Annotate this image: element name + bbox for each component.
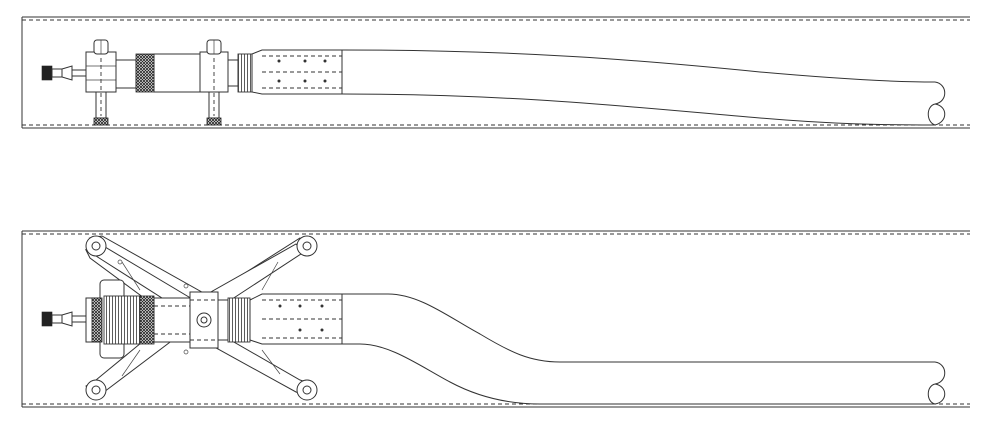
top-hose (341, 49, 946, 126)
bottom-figure (21, 230, 970, 408)
bottom-hose (342, 293, 946, 405)
top-sleeve (251, 49, 343, 95)
bottom-end-fitting (41, 311, 87, 327)
top-frame (21, 16, 970, 129)
top-body (115, 53, 201, 93)
bottom-body (85, 279, 191, 359)
bottom-center-clamp (189, 291, 251, 349)
top-end-fitting (41, 65, 87, 81)
top-clamp-right (199, 39, 253, 126)
bottom-sleeve (249, 293, 343, 345)
top-figure (21, 16, 970, 129)
top-clamp-left (85, 39, 117, 126)
bottom-frame (21, 230, 970, 408)
